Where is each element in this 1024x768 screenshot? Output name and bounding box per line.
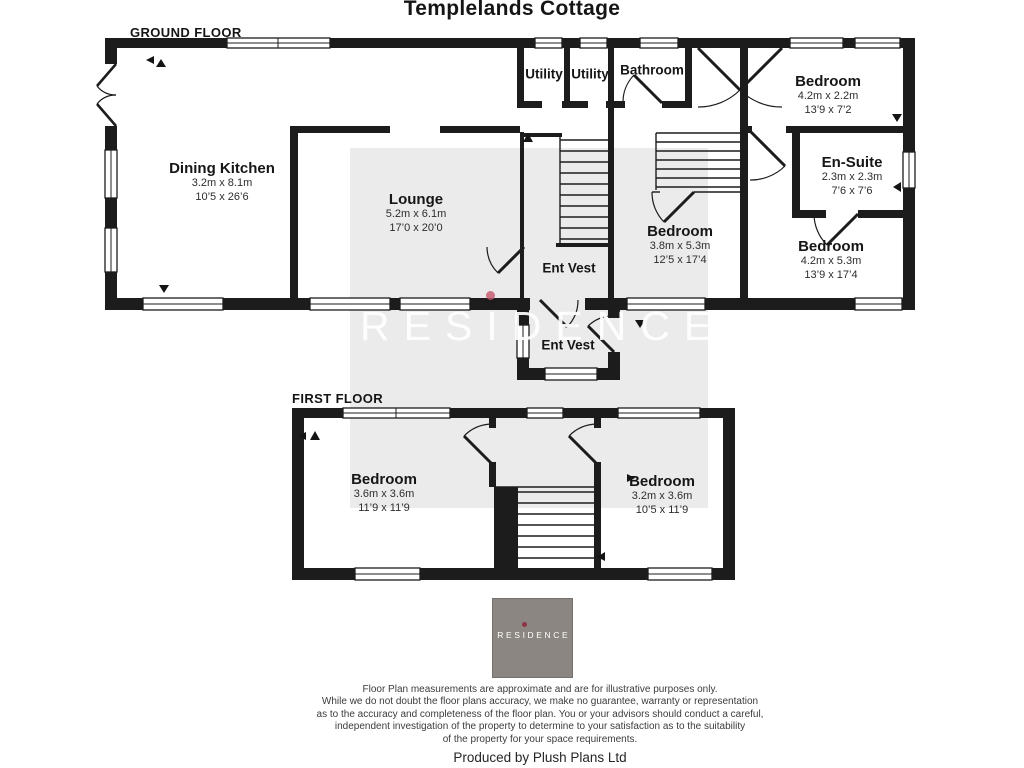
- page-title: Templelands Cottage: [403, 0, 621, 20]
- room-label-bedroom-middle: Bedroom 3.8m x 5.3m 12’5 x 17’4: [647, 223, 713, 266]
- disclaimer-line: as to the accuracy and completeness of t…: [316, 708, 764, 720]
- disclaimer-line: While we do not doubt the floor plans ac…: [321, 696, 759, 708]
- room-label-ff-bedroom-left: Bedroom 3.6m x 3.6m 11’9 x 11’9: [351, 471, 417, 514]
- watermark-dot: [486, 291, 495, 300]
- room-label-bedroom-right: Bedroom 4.2m x 5.3m 13’9 x 17’4: [798, 238, 864, 281]
- room-label-en-suite: En-Suite 2.3m x 2.3m 7’6 x 7’6: [821, 154, 883, 197]
- room-label-bathroom: Bathroom: [620, 62, 684, 78]
- room-label-dining-kitchen: Dining Kitchen 3.2m x 8.1m 10’5 x 26’6: [169, 160, 275, 203]
- ground-floor-stairs: [559, 132, 740, 245]
- ground-floor-window-panes: [110, 38, 910, 375]
- room-label-bedroom-top-right: Bedroom 4.2m x 2.2m 13’9 x 7’2: [795, 73, 861, 116]
- disclaimer-line: independent investigation of the propert…: [334, 721, 746, 733]
- disclaimer-line: Floor Plan measurements are approximate …: [362, 684, 718, 695]
- room-label-ff-bedroom-right: Bedroom 3.2m x 3.6m 10’5 x 11’9: [629, 473, 695, 516]
- logo-dot: [522, 622, 527, 627]
- room-label-utility-2: Utility: [571, 66, 609, 82]
- ground-floor-label: GROUND FLOOR: [130, 25, 242, 40]
- residence-logo: RESIDENCE: [492, 598, 573, 678]
- room-label-ent-vest-lower: Ent Vest: [541, 337, 595, 353]
- room-label-lounge: Lounge 5.2m x 6.1m 17’0 x 20’0: [385, 191, 447, 234]
- direction-arrow-marks: [146, 56, 902, 561]
- disclaimer-text: Floor Plan measurements are approximate …: [56, 684, 1024, 746]
- room-label-utility-1: Utility: [525, 66, 563, 82]
- first-floor-doors: [462, 423, 599, 466]
- ground-floor-doors: [96, 46, 860, 354]
- room-label-ent-vest-upper: Ent Vest: [542, 260, 596, 276]
- first-floor-label: FIRST FLOOR: [292, 391, 384, 406]
- first-floor-window-panes: [343, 408, 712, 575]
- first-floor-walls: [292, 408, 735, 580]
- producer-credit: Produced by Plush Plans Ltd: [453, 750, 627, 765]
- watermark-text: RESIDENCE: [360, 303, 726, 349]
- logo-text: RESIDENCE: [497, 630, 571, 640]
- disclaimer-line: of the property for your space requireme…: [442, 733, 638, 745]
- first-floor-stairs: [494, 486, 594, 559]
- ground-floor-walls: [105, 38, 915, 380]
